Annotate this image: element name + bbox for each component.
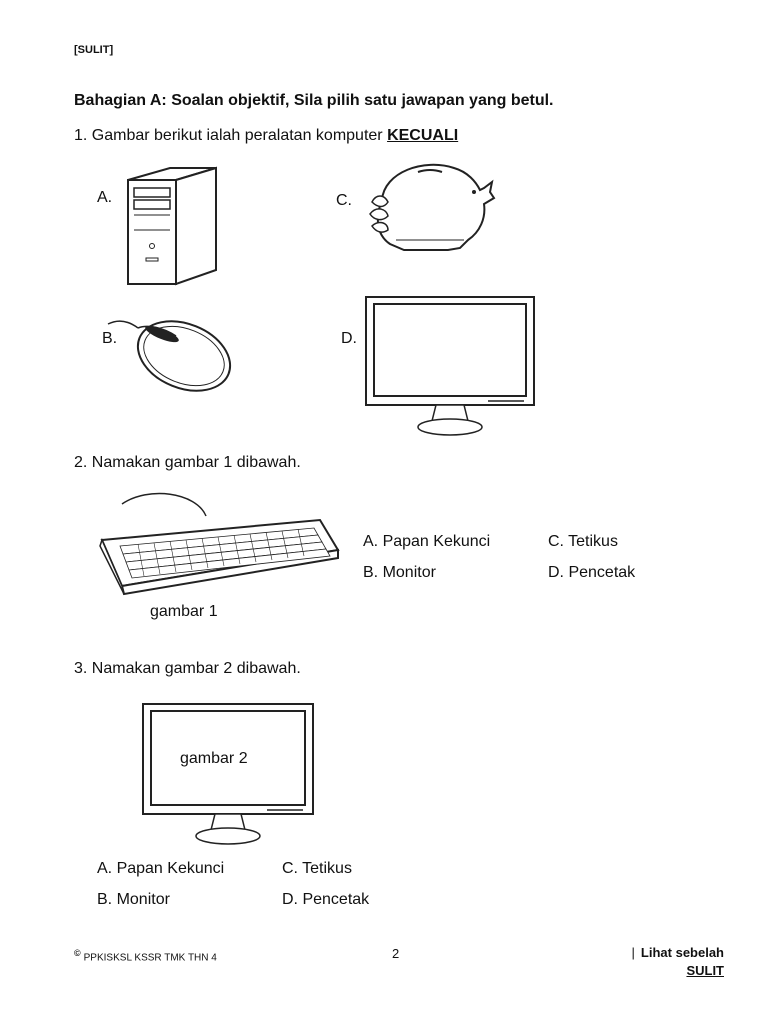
copyright-symbol: © — [74, 948, 81, 958]
q2-option-a: A. Papan Kekunci — [363, 533, 491, 550]
question-1-stem: 1. Gambar berikut ialah peralatan komput… — [74, 127, 458, 145]
footer-pipe: | — [631, 945, 635, 960]
footer-publisher: ©PPKISKSL KSSR TMK THN 4 — [74, 948, 217, 963]
q3-option-b: B. Monitor — [97, 891, 170, 908]
q2-option-d: D. Pencetak — [548, 564, 636, 581]
q1-option-d-label: D. — [341, 330, 357, 347]
image-2-caption: gambar 2 — [180, 750, 248, 767]
q2-option-b: B. Monitor — [363, 564, 436, 581]
cpu-tower-icon — [127, 166, 217, 286]
question-1-text: 1. Gambar berikut ialah peralatan komput… — [74, 127, 383, 144]
monitor-icon — [142, 703, 314, 845]
next-page-text: Lihat sebelah — [640, 945, 724, 960]
footer-right: | Lihat sebelah SULIT — [632, 944, 724, 980]
q1-option-c-label: C. — [336, 192, 352, 209]
q3-option-a: A. Papan Kekunci — [97, 860, 225, 877]
question-3-stem: 3. Namakan gambar 2 dibawah. — [74, 660, 301, 677]
computer-mouse-icon — [107, 320, 232, 392]
page-number: 2 — [392, 946, 400, 961]
q3-option-c: C. Tetikus — [282, 860, 352, 877]
q2-option-c: C. Tetikus — [548, 533, 618, 550]
sulit-header-label: [SULIT] — [74, 44, 114, 56]
image-1-caption: gambar 1 — [150, 603, 218, 620]
q1-option-a-label: A. — [97, 189, 113, 206]
publisher-text: PPKISKSL KSSR TMK THN 4 — [83, 952, 217, 964]
q3-option-d: D. Pencetak — [282, 891, 370, 908]
monitor-icon — [365, 296, 535, 436]
sulit-footer-label: SULIT — [686, 963, 724, 978]
keyboard-icon — [99, 492, 340, 596]
chicken-piggy-bank-icon — [369, 163, 496, 251]
question-1-keyword: KECUALI — [387, 127, 459, 144]
section-title: Bahagian A: Soalan objektif, Sila pilih … — [74, 92, 554, 109]
question-2-stem: 2. Namakan gambar 1 dibawah. — [74, 454, 301, 471]
q1-option-b-label: B. — [102, 330, 118, 347]
